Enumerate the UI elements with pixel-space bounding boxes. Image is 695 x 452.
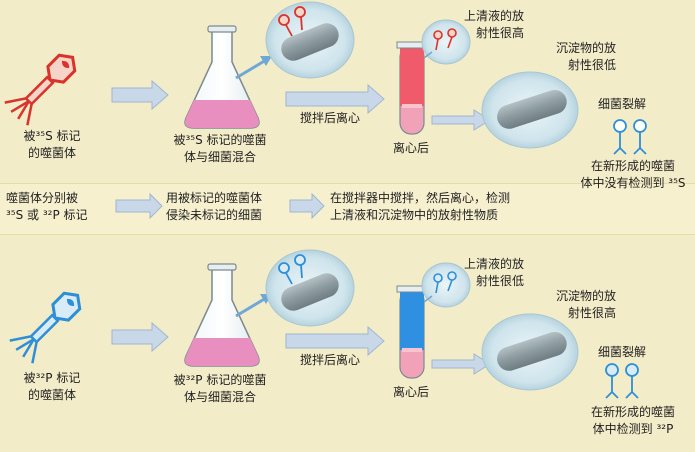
result-label: 在新形成的噬菌 体中没有检测到 ³⁵S bbox=[574, 158, 692, 192]
label-line: 被³²P 标记的噬菌 bbox=[173, 373, 267, 387]
progeny-phage-icon bbox=[613, 119, 647, 155]
supernatant-label: 上清液的放 射性很高 bbox=[464, 8, 524, 42]
arrow-icon bbox=[111, 321, 169, 353]
infection-circle bbox=[265, 1, 355, 79]
precipitate-circle bbox=[481, 71, 579, 149]
label-line: 上清液的放 bbox=[464, 9, 525, 23]
label-line: 射性很高 bbox=[476, 26, 525, 40]
result-label: 在新形成的噬菌 体中检测到 ³²P bbox=[574, 404, 692, 438]
stir-label: 搅拌后离心 bbox=[300, 111, 361, 125]
label-line: 在搅拌器中搅拌，然后离心，检测 bbox=[330, 191, 511, 205]
label-line: 体中检测到 ³²P bbox=[592, 422, 674, 436]
arrow-icon bbox=[289, 192, 325, 220]
label-line: ³⁵S 或 ³²P 标记 bbox=[6, 208, 88, 222]
progeny-phage-icon bbox=[605, 363, 639, 399]
supernatant-label: 上清液的放 射性很低 bbox=[464, 256, 524, 290]
arrow-icon bbox=[431, 109, 491, 131]
label-line: 被³⁵S 标记的噬菌 bbox=[173, 133, 267, 147]
infection-circle bbox=[265, 249, 355, 327]
supernatant-circle bbox=[421, 262, 471, 308]
centrifuge-tube-icon bbox=[396, 41, 428, 135]
step2-text: 用被标记的噬菌体 侵染未标记的细菌 bbox=[166, 190, 262, 224]
arrow-icon bbox=[431, 353, 491, 375]
label-line: 沉淀物的放 bbox=[556, 289, 617, 303]
arrow-icon bbox=[115, 192, 163, 220]
supernatant-circle bbox=[421, 19, 471, 65]
label-line: 侵染未标记的细菌 bbox=[166, 208, 263, 222]
stir-label: 搅拌后离心 bbox=[300, 353, 361, 367]
label-line: 用被标记的噬菌体 bbox=[166, 191, 263, 205]
arrow-icon bbox=[260, 56, 272, 66]
label-line: 体与细菌混合 bbox=[183, 390, 256, 404]
pointer-line bbox=[423, 295, 433, 303]
flask-32p-label: 被³²P 标记的噬菌 体与细菌混合 bbox=[164, 372, 276, 406]
arrow-icon bbox=[235, 58, 267, 80]
tube-label: 离心后 bbox=[393, 385, 430, 399]
label-line: 上清液的放 bbox=[464, 257, 525, 271]
precipitate-label: 沉淀物的放 射性很高 bbox=[556, 288, 616, 322]
tube-label: 离心后 bbox=[393, 141, 430, 155]
phage-32p-label: 被³²P 标记 的噬菌体 bbox=[12, 370, 92, 404]
step3-text: 在搅拌器中搅拌，然后离心，检测 上清液和沉淀物中的放射性物质 bbox=[330, 190, 510, 224]
arrow-icon bbox=[285, 83, 385, 115]
label-line: 射性很低 bbox=[476, 274, 525, 288]
precipitate-label: 沉淀物的放 射性很低 bbox=[556, 40, 616, 74]
flask-icon bbox=[184, 263, 260, 367]
label-line: 沉淀物的放 bbox=[556, 41, 617, 55]
flask-35s-label: 被³⁵S 标记的噬菌 体与细菌混合 bbox=[164, 132, 276, 166]
lysis-label: 细菌裂解 bbox=[598, 345, 647, 359]
flask-icon bbox=[184, 25, 260, 129]
centrifuge-tube-icon bbox=[396, 285, 428, 379]
label-line: 被³²P 标记 bbox=[23, 371, 81, 385]
label-line: 射性很低 bbox=[568, 58, 617, 72]
phage-32p-icon bbox=[9, 291, 82, 364]
phage-35s-label: 被³⁵S 标记 的噬菌体 bbox=[12, 128, 92, 162]
arrow-icon bbox=[111, 79, 169, 111]
precipitate-circle bbox=[481, 313, 579, 391]
step1-text: 噬菌体分别被 ³⁵S 或 ³²P 标记 bbox=[6, 190, 88, 224]
label-line: 体与细菌混合 bbox=[183, 150, 256, 164]
arrow-icon bbox=[285, 325, 385, 357]
label-line: 的噬菌体 bbox=[27, 146, 76, 160]
lysis-label: 细菌裂解 bbox=[598, 97, 647, 111]
label-line: 上清液和沉淀物中的放射性物质 bbox=[330, 208, 499, 222]
arrow-icon bbox=[235, 296, 267, 318]
label-line: 在新形成的噬菌 bbox=[590, 159, 675, 173]
label-line: 的噬菌体 bbox=[27, 388, 76, 402]
label-line: 射性很高 bbox=[568, 306, 617, 320]
label-line: 噬菌体分别被 bbox=[6, 191, 79, 205]
label-line: 体中没有检测到 ³⁵S bbox=[580, 176, 686, 190]
pointer-line bbox=[423, 51, 433, 59]
label-line: 在新形成的噬菌 bbox=[590, 405, 675, 419]
label-line: 被³⁵S 标记 bbox=[23, 129, 81, 143]
phage-35s-icon bbox=[4, 53, 77, 126]
